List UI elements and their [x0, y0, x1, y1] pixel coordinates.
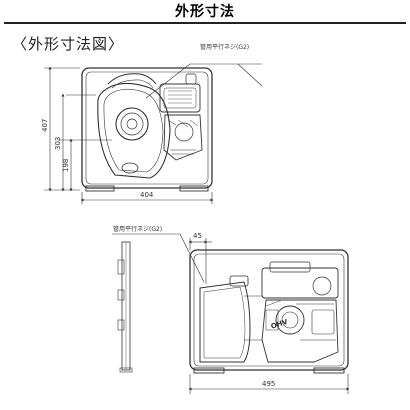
side-engine [261, 261, 339, 363]
side-dim-width-label: 495 [262, 380, 275, 388]
front-engine [159, 73, 203, 161]
side-dim-width [188, 374, 350, 394]
end-view [117, 241, 133, 373]
section-label: 〈外形寸法図〉 [12, 35, 125, 53]
front-callout-label: 管用平行ネジ(G2) [200, 43, 249, 51]
front-dims-horizontal [80, 192, 214, 204]
side-callout: 管用平行ネジ(G2) [112, 225, 205, 283]
front-dim-height-low: 198 [62, 159, 70, 172]
front-pump-body [97, 73, 171, 179]
front-callout: 管用平行ネジ(G2) [145, 43, 263, 99]
title-underline [4, 22, 406, 24]
side-callout-label: 管用平行ネジ(G2) [113, 225, 162, 233]
front-dim-width-total: 404 [140, 191, 154, 199]
side-frame [189, 249, 349, 374]
front-frame [81, 67, 213, 192]
front-view: 管用平行ネジ(G2) 407 303 198 404 [41, 43, 263, 204]
side-dim-offset-label: 45 [193, 232, 202, 240]
front-dims-vertical [44, 66, 112, 192]
page-title: 外形寸法 [175, 4, 235, 20]
side-view: OHV 管用平行ネジ(G2) 45 495 [112, 225, 350, 394]
front-dim-height-mid: 303 [54, 137, 62, 150]
front-dim-height-total: 407 [41, 119, 49, 132]
side-pump-casing [199, 275, 262, 363]
side-dim-offset [188, 238, 212, 284]
